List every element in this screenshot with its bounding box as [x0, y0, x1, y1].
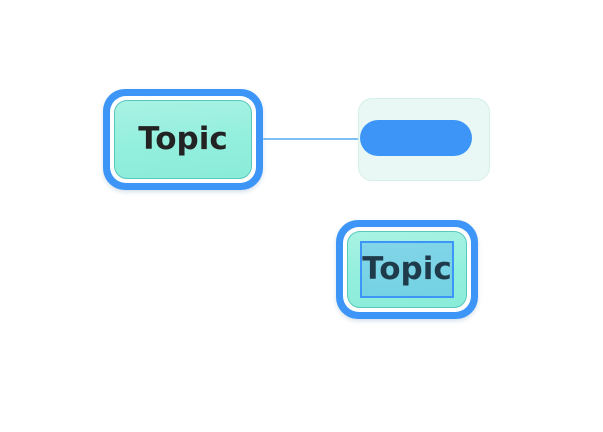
text-selection-box[interactable]	[360, 241, 454, 298]
node-selection-ring: Topic	[110, 96, 256, 183]
node-selection-ring: Topic	[343, 227, 471, 312]
node-body[interactable]: Topic	[347, 231, 467, 308]
node-label: Topic	[362, 251, 452, 287]
node-topic-left[interactable]: Topic	[103, 89, 263, 190]
drag-handle-pill[interactable]	[360, 120, 472, 156]
node-label: Topic	[138, 121, 228, 157]
node-topic-bottom[interactable]: Topic	[336, 220, 478, 319]
connector-line	[263, 138, 361, 140]
node-body[interactable]: Topic	[114, 100, 252, 179]
plus-icon	[477, 261, 495, 279]
